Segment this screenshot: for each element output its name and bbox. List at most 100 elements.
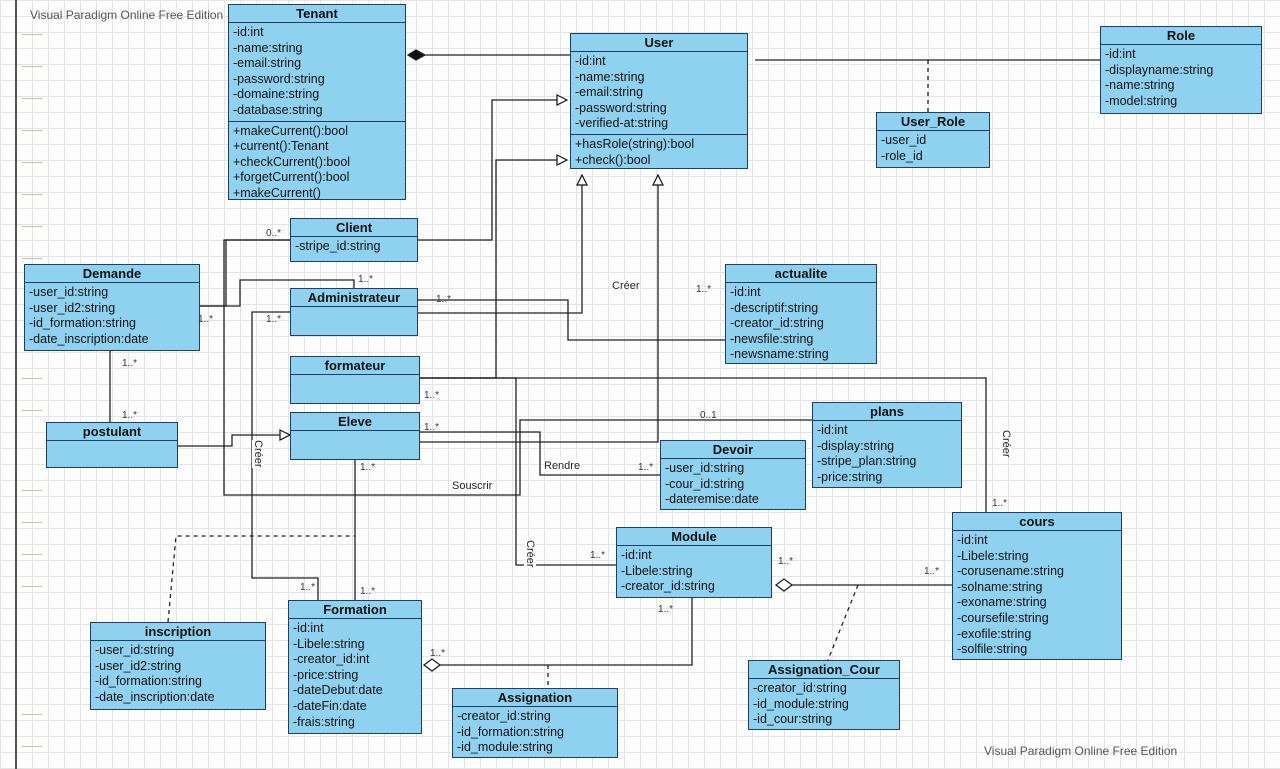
multiplicity-label: 1..* bbox=[638, 462, 654, 473]
class-name: plans bbox=[813, 403, 961, 421]
attribute: -email:string bbox=[233, 56, 302, 71]
class-assignation-cour[interactable]: Assignation_Cour -creator_id:string -id_… bbox=[748, 660, 900, 730]
attribute: -Libele:string bbox=[957, 548, 1029, 563]
attribute: -creator_id:int bbox=[293, 652, 370, 667]
client-user-generalization bbox=[418, 100, 567, 241]
class-name: Tenant bbox=[229, 5, 405, 23]
attribute-list: -id:int -Libele:string -corusename:strin… bbox=[953, 531, 1121, 660]
multiplicity-label: 1..* bbox=[122, 410, 138, 421]
class-name: postulant bbox=[47, 423, 177, 441]
grid-marker bbox=[22, 490, 42, 491]
class-name: Formation bbox=[289, 601, 421, 619]
attribute: -id:int bbox=[575, 54, 606, 68]
attribute: -cour_id:string bbox=[665, 476, 745, 491]
attribute: -creator_id:string bbox=[457, 709, 551, 723]
attribute: -id_formation:string bbox=[29, 316, 136, 331]
class-tenant[interactable]: Tenant -id:int -name:string -email:strin… bbox=[228, 4, 406, 200]
class-demande[interactable]: Demande -user_id:string -user_id2:string… bbox=[24, 264, 200, 351]
class-actualite[interactable]: actualite -id:int -descriptif:string -cr… bbox=[725, 264, 877, 364]
class-name: actualite bbox=[726, 265, 876, 283]
class-name: User bbox=[571, 34, 747, 52]
multiplicity-label: 1..* bbox=[590, 550, 606, 561]
class-name: Eleve bbox=[291, 413, 419, 431]
attribute-list: -user_id:string -user_id2:string -id_for… bbox=[25, 283, 199, 349]
attribute: -coursefile:string bbox=[957, 610, 1049, 625]
attribute: -Libele:string bbox=[621, 563, 693, 578]
class-user-role[interactable]: User_Role -user_id -role_id bbox=[876, 112, 990, 168]
attribute: -stripe_id:string bbox=[295, 239, 381, 253]
class-client[interactable]: Client -stripe_id:string bbox=[290, 218, 418, 262]
class-postulant[interactable]: postulant bbox=[46, 422, 178, 468]
attribute-list: -id:int -displayname:string -name:string… bbox=[1101, 45, 1261, 111]
attribute: -user_id:string bbox=[29, 285, 109, 299]
watermark: Visual Paradigm Online Free Edition bbox=[984, 744, 1178, 758]
class-assignation[interactable]: Assignation -creator_id:string -id_forma… bbox=[452, 688, 618, 758]
class-cours[interactable]: cours -id:int -Libele:string -corusename… bbox=[952, 512, 1122, 660]
attribute: -user_id:string bbox=[95, 643, 175, 657]
operation: +checkCurrent():bool bbox=[233, 154, 351, 169]
attribute: -newsname:string bbox=[730, 347, 829, 362]
class-role[interactable]: Role -id:int -displayname:string -name:s… bbox=[1100, 26, 1262, 114]
operation-list: +hasRole(string):bool +check():bool bbox=[571, 133, 747, 170]
client-plans-souscrir bbox=[223, 239, 812, 496]
class-devoir[interactable]: Devoir -user_id:string -cour_id:string -… bbox=[660, 440, 806, 510]
class-plans[interactable]: plans -id:int -display:string -stripe_pl… bbox=[812, 402, 962, 488]
operation-list: +makeCurrent():bool +current():Tenant +c… bbox=[229, 120, 405, 204]
grid-marker bbox=[22, 226, 42, 227]
multiplicity-label: 1..* bbox=[424, 390, 440, 401]
multiplicity-label: 1..* bbox=[266, 314, 282, 325]
attribute-list: -id:int -name:string -email:string -pass… bbox=[571, 52, 747, 134]
attribute: -creator_id:string bbox=[730, 316, 824, 331]
attribute: -dateFin:date bbox=[293, 698, 367, 713]
attribute: -role_id bbox=[881, 148, 923, 163]
grid-marker bbox=[22, 130, 42, 131]
multiplicity-label: 1..* bbox=[300, 582, 316, 593]
attribute-list: -id:int -Libele:string -creator_id:strin… bbox=[617, 546, 771, 597]
class-user[interactable]: User -id:int -name:string -email:string … bbox=[570, 33, 748, 169]
grid-marker bbox=[22, 410, 42, 411]
formateur-user-generalization bbox=[420, 160, 567, 379]
attribute: -creator_id:string bbox=[753, 681, 847, 695]
association-label: Créer bbox=[1000, 430, 1012, 458]
attribute: -newsfile:string bbox=[730, 331, 814, 346]
attribute: -id:int bbox=[1105, 47, 1136, 61]
attribute-list bbox=[291, 431, 419, 461]
attribute: -Libele:string bbox=[293, 636, 365, 651]
class-name: Assignation bbox=[453, 689, 617, 707]
class-eleve[interactable]: Eleve bbox=[290, 412, 420, 460]
grid-marker bbox=[22, 746, 42, 747]
attribute: -user_id bbox=[881, 133, 927, 147]
class-formation[interactable]: Formation -id:int -Libele:string -creato… bbox=[288, 600, 422, 734]
class-inscription[interactable]: inscription -user_id:string -user_id2:st… bbox=[90, 622, 266, 710]
grid-marker bbox=[22, 586, 42, 587]
attribute: -id_formation:string bbox=[457, 724, 564, 739]
class-formateur[interactable]: formateur bbox=[290, 356, 420, 404]
attribute: -price:string bbox=[293, 667, 359, 682]
grid-marker bbox=[22, 194, 42, 195]
attribute: -user_id:string bbox=[665, 461, 745, 475]
aggregation-diamond bbox=[422, 658, 442, 672]
class-module[interactable]: Module -id:int -Libele:string -creator_i… bbox=[616, 527, 772, 598]
multiplicity-label: 1..* bbox=[360, 462, 376, 473]
attribute: -id:int bbox=[817, 423, 848, 437]
formateur-module-association bbox=[420, 377, 616, 566]
attribute-list: -creator_id:string -id_formation:string … bbox=[453, 707, 617, 758]
attribute: -user_id2:string bbox=[95, 658, 182, 673]
attribute-list: -creator_id:string -id_module:string -id… bbox=[749, 679, 899, 730]
multiplicity-label: 1..* bbox=[358, 274, 374, 285]
demande-client-association bbox=[200, 239, 290, 307]
attribute: -id_formation:string bbox=[95, 674, 202, 689]
class-name: formateur bbox=[291, 357, 419, 375]
multiplicity-label: 1..* bbox=[436, 294, 452, 305]
operation: +hasRole(string):bool bbox=[575, 136, 695, 151]
grid-marker bbox=[22, 554, 42, 555]
attribute: -dateremise:date bbox=[665, 492, 759, 507]
operation: +makeCurrent() bbox=[233, 185, 321, 200]
association-label: Créer bbox=[524, 540, 536, 568]
formation-module-aggregation bbox=[440, 598, 693, 666]
attribute: -id:int bbox=[293, 621, 324, 635]
class-administrateur[interactable]: Administrateur bbox=[290, 288, 418, 336]
grid-marker bbox=[22, 162, 42, 163]
